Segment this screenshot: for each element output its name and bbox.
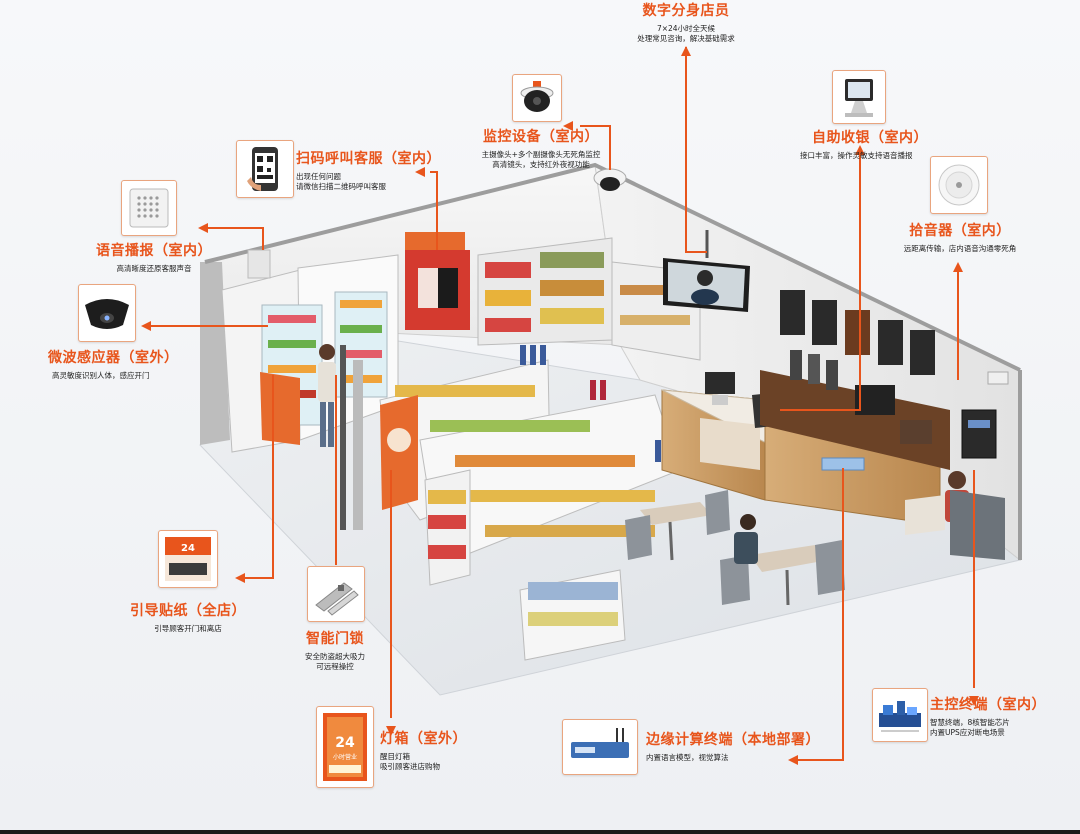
voice-broadcast-label: 语音播报（室内） 高清晰度还原客服声音 — [86, 240, 222, 274]
left-wall — [200, 262, 230, 445]
back-shelves — [477, 237, 701, 361]
self-checkout-desc-1: 接口丰富，操作灵敏支持语音播报 — [800, 151, 913, 160]
wall-poster — [405, 232, 470, 330]
smart-lock-desc-1: 安全防盗超大吸力 — [305, 652, 365, 661]
wall-terminal — [961, 371, 1009, 459]
edge-compute-title: 边缘计算终端（本地部署） — [646, 732, 820, 748]
scan-call-desc-1: 出现任何问题 — [296, 172, 341, 181]
pickup-desc-1: 远距离传输，店内语音沟通零死角 — [903, 244, 1017, 253]
coffee-bar — [760, 290, 950, 470]
smart-lock-title: 智能门锁 — [306, 631, 364, 647]
digital-clerk-label: 数字分身店员 7×24小时全天候 处理常见咨询，解决基础需求 — [610, 0, 762, 44]
main-terminal-title: 主控终端（室内） — [930, 697, 1046, 713]
edge-compute-label: 边缘计算终端（本地部署） 内置语言模型，视觉算法 — [646, 729, 820, 763]
ceiling-camera — [593, 160, 627, 191]
monitoring-desc-2: 高清镜头，支持红外夜视功能 — [492, 160, 590, 169]
digital-clerk-desc-1: 7×24小时全天候 — [656, 24, 716, 33]
main-terminal-label: 主控终端（室内） 智慧终端，8核智能芯片 内置UPS应对断电场景 — [930, 694, 1046, 738]
camera-icon — [512, 74, 562, 122]
monitoring-desc-1: 主摄像头+多个副摄像头无死角监控 — [481, 150, 601, 159]
digital-clerk-screen — [663, 230, 750, 312]
main-terminal-desc-1: 智慧终端，8核智能芯片 — [930, 718, 1010, 727]
voice-broadcast-title: 语音播报（室内） — [96, 243, 212, 259]
smart-lock-desc-2: 可远程操控 — [316, 662, 354, 671]
voice-broadcast-desc-1: 高清晰度还原客服声音 — [116, 264, 192, 273]
door-lock-icon — [307, 566, 365, 622]
scan-call-label: 扫码呼叫客服（室内） 出现任何问题 请微信扫描二维码呼叫客服 — [296, 148, 441, 192]
microwave-label: 微波感应器（室外） 高灵敏度识别人体，感应开门 — [48, 347, 179, 381]
digital-clerk-title: 数字分身店员 — [642, 3, 730, 19]
lightbox-title: 灯箱（室外） — [380, 731, 467, 747]
svg-text:24: 24 — [181, 543, 195, 554]
scan-call-desc-2: 请微信扫描二维码呼叫客服 — [296, 182, 386, 191]
entrance — [260, 345, 418, 530]
guide-sticker-title: 引导贴纸（全店） — [130, 603, 246, 619]
self-checkout-title: 自助收银（室内） — [812, 130, 928, 146]
svg-text:小时营业: 小时营业 — [333, 753, 357, 761]
speaker-icon — [121, 180, 177, 236]
guide-sticker-label: 引导贴纸（全店） 引导顾客开门和离店 — [126, 600, 250, 634]
lightbox-desc-2: 吸引顾客进店购物 — [380, 762, 440, 771]
microwave-sensor-icon — [78, 284, 136, 342]
main-terminal-desc-2: 内置UPS应对断电场景 — [930, 728, 1005, 737]
shopper — [318, 344, 336, 447]
self-checkout-label: 自助收银（室内） 接口丰富，操作灵敏支持语音播报 — [800, 127, 928, 161]
front-display — [519, 569, 626, 661]
microphone-sensor-icon — [930, 156, 988, 214]
monitoring-title: 监控设备（室内） — [483, 129, 599, 145]
guide-sticker-icon: 24 — [158, 530, 218, 588]
svg-text:24: 24 — [335, 735, 355, 751]
qr-phone-icon — [236, 140, 294, 198]
microwave-desc-1: 高灵敏度识别人体，感应开门 — [52, 371, 150, 380]
connector-lines — [143, 47, 975, 761]
monitoring-label: 监控设备（室内） 主摄像头+多个副摄像头无死角监控 高清镜头，支持红外夜视功能 — [466, 126, 616, 170]
pos-terminal-icon — [832, 70, 886, 124]
guide-sticker-desc-1: 引导顾客开门和离店 — [154, 624, 222, 633]
seating — [625, 471, 1005, 606]
smart-lock-label: 智能门锁 安全防盗超大吸力 可远程操控 — [290, 628, 380, 672]
lightbox-icon: 24 小时营业 — [316, 706, 374, 788]
edge-box-icon — [562, 719, 638, 775]
edge-compute-desc-1: 内置语言模型，视觉算法 — [646, 753, 729, 762]
lightbox-label: 灯箱（室外） 醒目灯箱 吸引顾客进店购物 — [380, 728, 467, 772]
digital-clerk-desc-2: 处理常见咨询，解决基础需求 — [637, 34, 735, 43]
pickup-label: 拾音器（室内） 远距离传输，店内语音沟通零死角 — [892, 220, 1028, 254]
microwave-title: 微波感应器（室外） — [48, 350, 179, 366]
control-terminal-icon — [872, 688, 928, 742]
scan-call-title: 扫码呼叫客服（室内） — [296, 151, 441, 167]
center-shelves — [379, 345, 681, 586]
pickup-title: 拾音器（室内） — [909, 223, 1011, 239]
bottom-border — [0, 830, 1080, 834]
lightbox-desc-1: 醒目灯箱 — [380, 752, 410, 761]
